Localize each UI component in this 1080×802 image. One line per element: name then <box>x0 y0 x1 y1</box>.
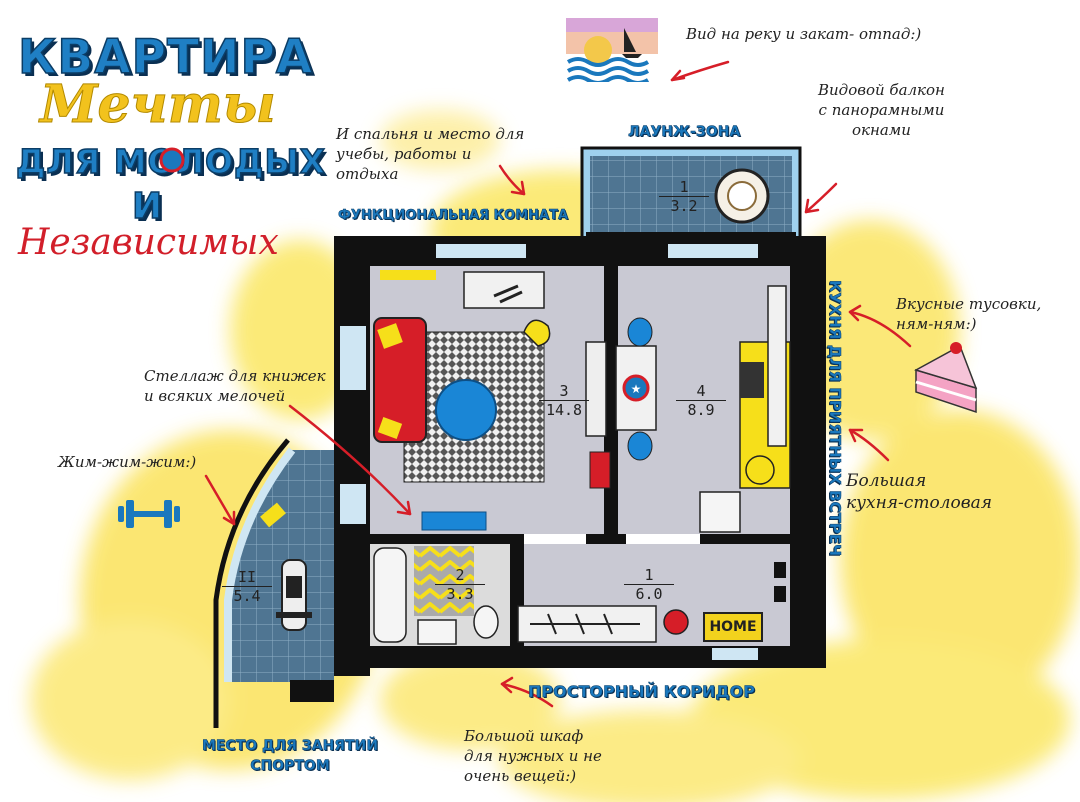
door-light <box>712 648 758 660</box>
desk <box>463 271 545 309</box>
zone-functional-room: ФУНКЦИОНАЛЬНАЯ КОМНАТА <box>338 208 569 224</box>
window-living <box>436 244 526 258</box>
cake-slice-icon <box>914 342 978 414</box>
zone-sport: МЕСТО ДЛЯ ЗАНЯТИЙ СПОРТОМ <box>201 738 379 775</box>
zone-lounge: ЛАУНЖ-ЗОНА <box>628 124 741 141</box>
fridge <box>699 491 741 533</box>
home-sign: HOME <box>703 612 763 642</box>
loggia-window <box>224 447 296 682</box>
note-kitchen: Большая кухня-столовая <box>846 471 993 513</box>
red-pouf <box>663 609 689 635</box>
zone-corridor: ПРОСТОРНЫЙ КОРИДОР <box>528 682 756 702</box>
note-shelf: Стеллаж для книжек и всяких мелочей <box>144 367 326 405</box>
round-table <box>435 379 497 441</box>
pointer-arrows <box>204 60 912 708</box>
sport-loggia <box>213 438 334 728</box>
zone-kitchen-vertical: КУХНЯ ДЛЯ ПРИЯТНЫХ ВСТРЕЧ <box>826 280 845 557</box>
toilet <box>473 605 499 639</box>
bath-tiles <box>414 546 474 616</box>
title-line-1: КВАРТИРА <box>17 29 314 86</box>
sunset-river-icon <box>566 18 658 82</box>
note-bedroom: И спальня и место для учебы, работы и от… <box>336 125 525 183</box>
title-line-2: Мечты <box>40 74 277 136</box>
window-kitchen <box>668 244 758 258</box>
star-badge-title <box>159 147 185 173</box>
dumbbell-icon <box>118 500 180 528</box>
note-balcony: Видовой балкон с панорамными окнами <box>818 81 945 139</box>
balcony <box>580 146 802 238</box>
window-left <box>340 326 366 390</box>
window-left-2 <box>340 484 366 524</box>
note-wardrobe: Большой шкаф для нужных и не очень вещей… <box>464 727 602 785</box>
sink <box>417 619 457 645</box>
tv-stand <box>585 341 607 437</box>
shelf-top <box>380 270 436 280</box>
bathtub <box>373 547 407 643</box>
note-river: Вид на реку и закат- отпад:) <box>686 25 922 43</box>
title-line-5: Независимых <box>18 222 279 263</box>
sofa <box>373 317 427 443</box>
armchair <box>523 319 551 347</box>
star-badge-kitchen <box>622 374 650 402</box>
note-tasty: Вкусные тусовки, ням-ням:) <box>896 295 1042 333</box>
walls <box>334 236 826 676</box>
bookshelf <box>421 511 487 531</box>
note-gym: Жим-жим-жим:) <box>58 453 197 471</box>
loggia-floor <box>228 450 334 682</box>
title-line-4: И <box>131 185 164 228</box>
svg-text:★: ★ <box>631 382 642 396</box>
